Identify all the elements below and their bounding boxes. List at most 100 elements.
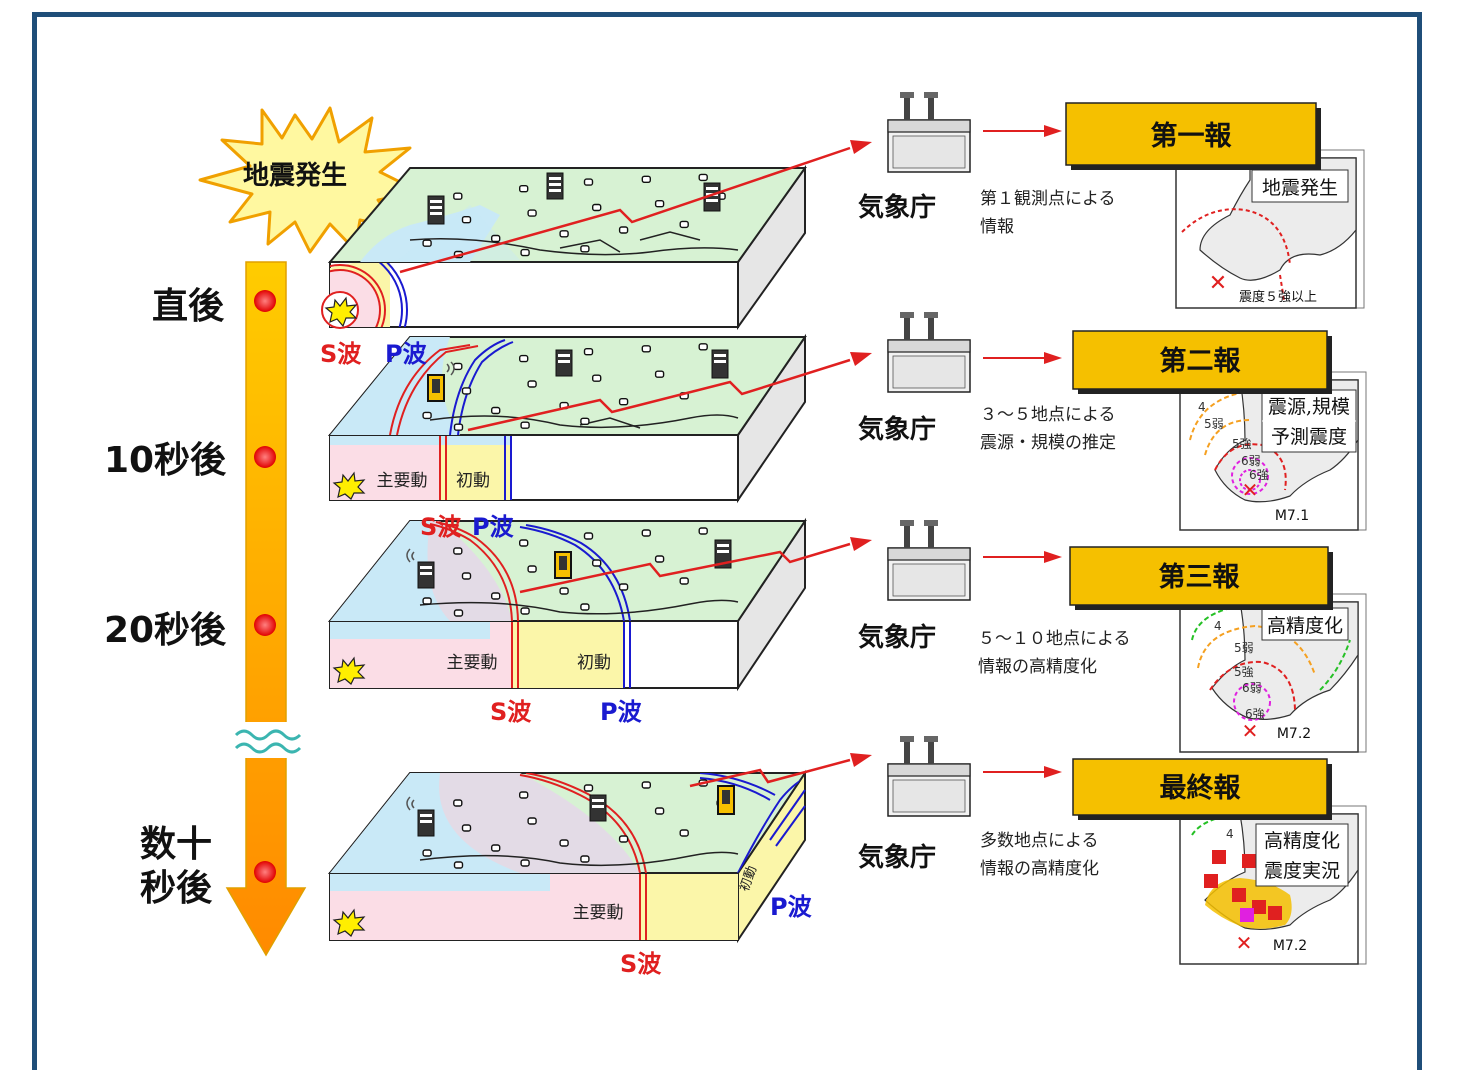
- timeline-marker-2: [254, 446, 276, 468]
- station-dot: [641, 345, 651, 353]
- station-dot: [527, 209, 537, 217]
- station-dot: [654, 807, 665, 815]
- intensity-map-4: ✕: [1179, 805, 1367, 965]
- report-title-3: 第三報: [1159, 561, 1241, 593]
- station-dot: [422, 239, 432, 247]
- station-dot: [641, 529, 651, 537]
- station-dot: [491, 592, 501, 600]
- station-dot: [527, 565, 537, 573]
- map-2-int-6l: 6弱: [1241, 454, 1261, 468]
- station-dot: [491, 234, 501, 243]
- timeline-marker-3: [254, 614, 276, 636]
- station-dot: [583, 532, 594, 540]
- desc-2b: 震源・規模の推定: [980, 433, 1116, 453]
- station-dot: [559, 230, 569, 238]
- timeline-label-2: 10秒後: [104, 440, 227, 481]
- station-dot: [519, 184, 529, 193]
- station-dot: [641, 175, 651, 184]
- desc-3a: ５～１０地点による: [978, 629, 1131, 649]
- zone-initial-label-3: 初動: [577, 653, 611, 673]
- station-dot: [519, 791, 529, 799]
- epicenter-x-icon: ✕: [1209, 271, 1227, 296]
- station-dot: [461, 215, 472, 224]
- p-wave-label-2: P波: [472, 513, 515, 541]
- report-title-4: 最終報: [1160, 772, 1242, 804]
- map-2-int-5u: 5強: [1232, 437, 1252, 451]
- station-dot: [580, 603, 590, 611]
- station-dot: [559, 587, 569, 595]
- station-dot: [618, 583, 629, 591]
- station-dot: [453, 423, 464, 431]
- map-2-label-b: 予測震度: [1271, 426, 1347, 448]
- map-1-note: 震度５強以上: [1239, 289, 1317, 305]
- station-dot: [491, 406, 501, 415]
- station-dot: [580, 855, 590, 863]
- jma-building-icon: [887, 92, 971, 817]
- zone-main-label-2: 主要動: [377, 471, 428, 491]
- s-wave-label-3: S波: [490, 698, 532, 726]
- svg-text:✕: ✕: [1242, 478, 1259, 502]
- station-dot: [559, 839, 569, 847]
- map-2-int-4: 4: [1198, 400, 1206, 414]
- station-dot: [580, 245, 590, 253]
- desc-4a: 多数地点による: [980, 831, 1099, 851]
- start-label: 地震発生: [243, 161, 347, 191]
- intensity-map-2: ✕: [1179, 371, 1367, 531]
- station-dot: [453, 362, 463, 371]
- jma-building-icon: [887, 92, 971, 173]
- report-box-3: [1069, 546, 1333, 610]
- station-dot: [520, 421, 530, 429]
- map-4-int-4: 4: [1226, 827, 1234, 841]
- station-dot: [527, 817, 537, 825]
- intensity-map-3: ✕: [1179, 593, 1367, 753]
- map-2-label-a: 震源,規模: [1268, 396, 1350, 418]
- station-dot: [520, 859, 530, 867]
- zone-main-label-4: 主要動: [573, 903, 624, 923]
- intensity-map-1: ✕: [1175, 149, 1365, 309]
- station-dot: [453, 799, 463, 807]
- station-dot: [422, 597, 432, 605]
- station-dot: [618, 835, 629, 843]
- jma-building-icon: [887, 520, 971, 601]
- station-dot: [491, 844, 501, 852]
- station-dot: [422, 849, 432, 857]
- svg-text:✕: ✕: [1242, 719, 1259, 743]
- station-dot: [592, 559, 602, 567]
- agency-label-4: 気象庁: [858, 842, 936, 873]
- crust-block-1: [321, 164, 807, 331]
- station-dot: [698, 343, 708, 351]
- svg-text:✕: ✕: [1236, 931, 1253, 955]
- station-dot: [618, 226, 629, 234]
- desc-1a: 第１観測点による: [980, 189, 1116, 209]
- station-dot: [583, 178, 594, 186]
- map-3-magnitude: M7.2: [1277, 726, 1311, 742]
- timeline-label-4a: 数十: [140, 824, 212, 865]
- report-box-2: [1072, 330, 1332, 394]
- timeline-label-1: 直後: [152, 286, 225, 327]
- station-dot: [641, 781, 651, 789]
- station-dot: [679, 829, 689, 837]
- zone-initial-label-2: 初動: [456, 471, 490, 491]
- report-title-2: 第二報: [1160, 345, 1242, 377]
- report-title-1: 第一報: [1151, 120, 1233, 152]
- crust-block-3: [327, 517, 807, 692]
- station-dot: [519, 539, 529, 547]
- agency-label-3: 気象庁: [858, 622, 936, 653]
- station-dot: [592, 374, 602, 382]
- timeline-marker-1: [254, 290, 276, 312]
- station-dot: [698, 527, 708, 535]
- station-dot: [461, 824, 472, 832]
- agency-label-2: 気象庁: [858, 414, 936, 445]
- s-wave-label-4: S波: [620, 950, 662, 978]
- zone-main-label-3: 主要動: [447, 653, 498, 673]
- map-4-label-b: 震度実況: [1264, 860, 1340, 882]
- timeline-marker-4: [254, 861, 276, 883]
- map-2-magnitude: M7.1: [1275, 508, 1309, 524]
- map-3-int-4: 4: [1214, 619, 1222, 633]
- station-dot: [422, 411, 432, 420]
- station-dot: [520, 248, 530, 257]
- jma-building-icon: [887, 312, 971, 393]
- data-transmission-arrows: [399, 140, 872, 788]
- slide-frame: [32, 12, 1422, 1070]
